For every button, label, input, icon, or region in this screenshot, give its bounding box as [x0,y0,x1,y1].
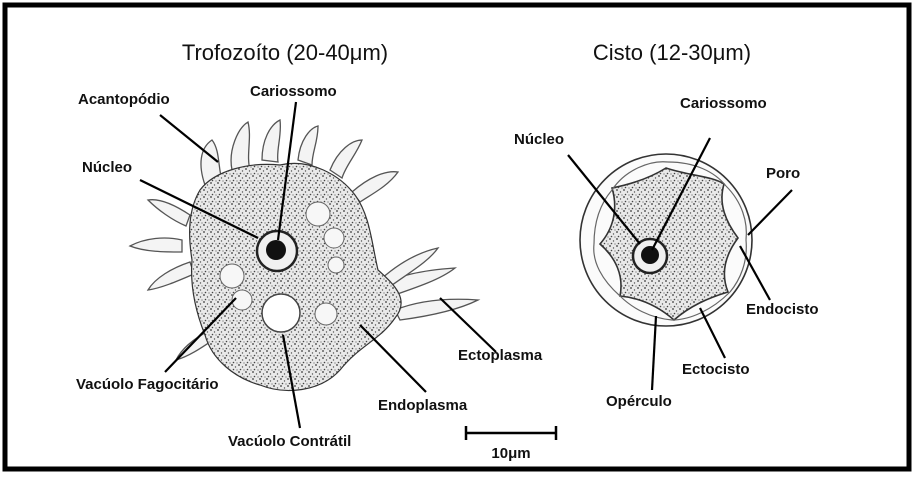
cisto-title: Cisto (12-30μm) [593,40,751,65]
label-ectocisto: Ectocisto [682,361,750,378]
label-trofozoito-nucleo: Núcleo [82,159,132,176]
label-vacuolo-contratil: Vacúolo Contrátil [228,433,351,450]
label-trofozoito-cariossomo: Cariossomo [250,83,337,100]
contractile-vacuole [262,294,300,332]
cyst-drawing [580,154,752,326]
vacuole [324,228,344,248]
label-poro: Poro [766,165,800,182]
vacuole [328,257,344,273]
scale-bar-label: 10μm [491,445,530,462]
label-ectoplasma: Ectoplasma [458,347,543,364]
label-endocisto: Endocisto [746,301,819,318]
trofozoito-title: Trofozoíto (20-40μm) [182,40,388,65]
trophozoite-drawing [130,120,478,390]
vacuole [306,202,330,226]
vacuole [315,303,337,325]
label-endoplasma: Endoplasma [378,397,468,414]
trophozoite-karyosome [266,240,286,260]
label-acantopodio: Acantopódio [78,91,170,108]
label-cisto-nucleo: Núcleo [514,131,564,148]
label-vacuolo-fagocitario: Vacúolo Fagocitário [76,376,219,393]
cyst-karyosome [641,246,659,264]
scale-bar: 10μm [466,426,556,462]
label-operculo: Opérculo [606,393,672,410]
label-cisto-cariossomo: Cariossomo [680,95,767,112]
vacuole [220,264,244,288]
